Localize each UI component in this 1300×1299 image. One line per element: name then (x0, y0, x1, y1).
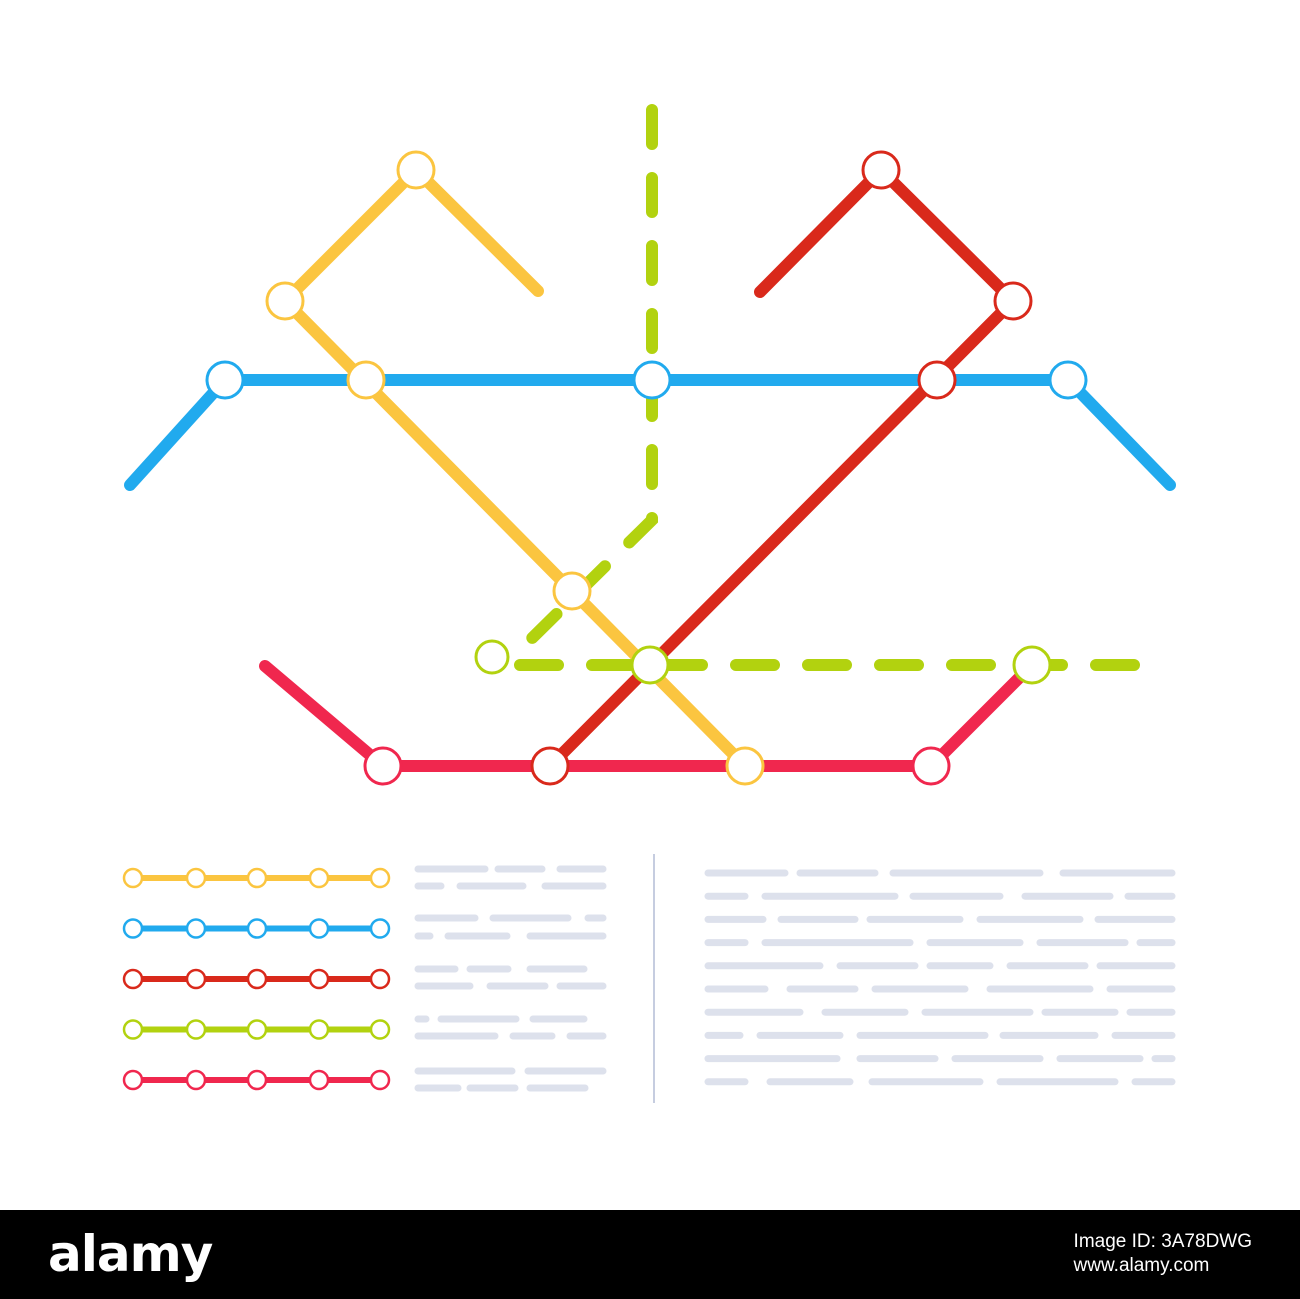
legend-station-marker (308, 1019, 330, 1040)
legend-station-marker (185, 867, 207, 889)
legend-station-marker (122, 968, 144, 990)
legend-station-marker (369, 968, 391, 990)
station-marker (474, 639, 510, 675)
station-marker (552, 571, 592, 611)
legend-station-marker (185, 1069, 207, 1091)
station-marker (1012, 645, 1052, 685)
legend-station-marker (246, 1069, 268, 1091)
legend-station-marker (308, 867, 330, 889)
legend-station-marker (308, 968, 330, 990)
legend-station-marker (369, 918, 391, 939)
legend-station-marker (369, 867, 391, 889)
station-marker (632, 360, 672, 400)
yellow-line (279, 164, 751, 772)
station-marker (205, 360, 245, 400)
station-marker (861, 150, 901, 190)
placeholder-text-blocks (414, 854, 1176, 1103)
image-id-label: Image ID: 3A78DWG (1073, 1231, 1252, 1252)
metro-stations (205, 150, 1088, 786)
brand-logo: alamy (48, 1225, 213, 1283)
metro-map-illustration (122, 104, 1176, 1103)
footer-info: Image ID: 3A78DWG www.alamy.com (1074, 1230, 1252, 1278)
red-line (544, 164, 1019, 772)
legend-station-marker (246, 968, 268, 990)
legend (122, 867, 391, 1091)
green-line-branch (514, 104, 658, 656)
station-marker (725, 746, 765, 786)
legend-station-marker (185, 1019, 207, 1040)
footer-bar: alamy Image ID: 3A78DWG www.alamy.com (0, 1210, 1300, 1299)
station-marker (346, 360, 386, 400)
station-marker (265, 281, 305, 321)
legend-station-marker (246, 867, 268, 889)
station-marker (993, 281, 1033, 321)
station-marker (630, 645, 670, 685)
site-url: www.alamy.com (1073, 1255, 1210, 1276)
legend-station-marker (308, 1069, 330, 1091)
legend-station-marker (185, 968, 207, 990)
legend-station-marker (369, 1069, 391, 1091)
legend-station-marker (246, 1019, 268, 1040)
station-marker (1048, 360, 1088, 400)
station-marker (911, 746, 951, 786)
legend-station-marker (122, 918, 144, 939)
station-marker (363, 746, 403, 786)
station-marker (396, 150, 436, 190)
legend-station-marker (369, 1019, 391, 1040)
legend-station-marker (185, 918, 207, 939)
pink-line (259, 659, 1038, 772)
legend-station-marker (246, 918, 268, 939)
legend-station-marker (122, 1069, 144, 1091)
legend-station-marker (122, 867, 144, 889)
legend-station-marker (308, 918, 330, 939)
legend-station-marker (122, 1019, 144, 1040)
station-marker (530, 746, 570, 786)
station-marker (917, 360, 957, 400)
